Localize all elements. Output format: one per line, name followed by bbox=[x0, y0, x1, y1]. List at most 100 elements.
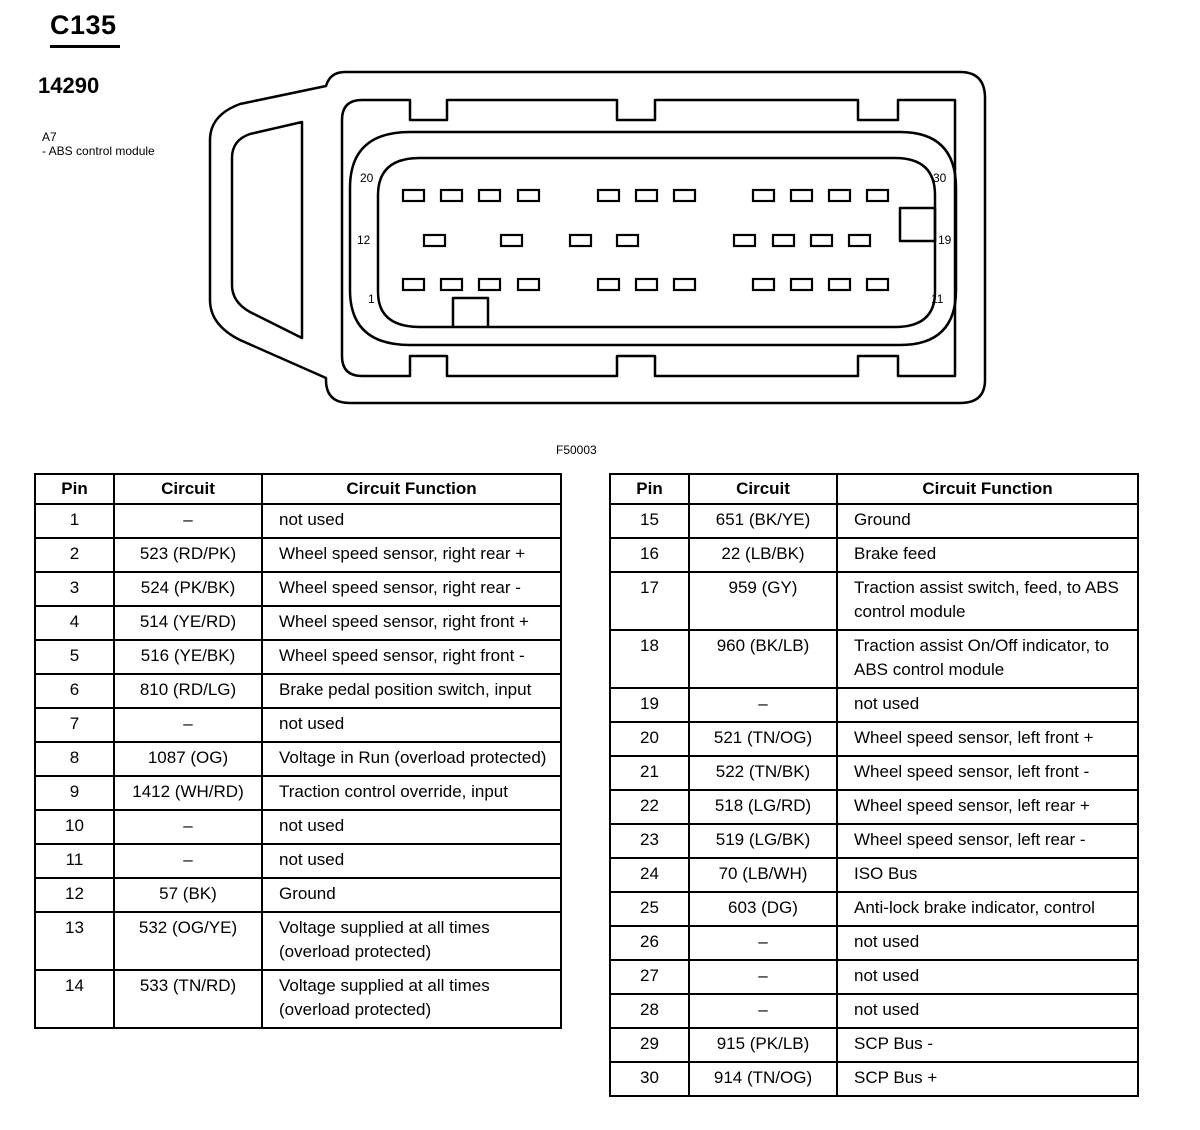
circuit-cell: 57 (BK) bbox=[113, 877, 263, 913]
function-cell: not used bbox=[261, 809, 562, 845]
circuit-cell: – bbox=[113, 809, 263, 845]
circuit-cell: 914 (TN/OG) bbox=[688, 1061, 838, 1097]
connector-seal-ring bbox=[348, 130, 958, 347]
module-ref-code: A7 bbox=[42, 130, 57, 144]
pin-cell: 17 bbox=[609, 571, 690, 631]
pin-label-bottom-right: 11 bbox=[931, 292, 944, 306]
function-cell: Wheel speed sensor, left rear - bbox=[836, 823, 1139, 859]
pin-slot bbox=[615, 233, 640, 248]
pin-cell: 28 bbox=[609, 993, 690, 1029]
polarizing-key-right bbox=[898, 206, 937, 243]
function-cell: Wheel speed sensor, right rear - bbox=[261, 571, 562, 607]
function-cell: Anti-lock brake indicator, control bbox=[836, 891, 1139, 927]
table-row: 1–not used bbox=[34, 503, 562, 539]
circuit-cell: 514 (YE/RD) bbox=[113, 605, 263, 641]
function-cell: Traction assist switch, feed, to ABS con… bbox=[836, 571, 1139, 631]
pin-cell: 8 bbox=[34, 741, 115, 777]
circuit-cell: 519 (LG/BK) bbox=[688, 823, 838, 859]
pin-label-top-left: 20 bbox=[360, 171, 374, 185]
circuit-cell: 959 (GY) bbox=[688, 571, 838, 631]
pin-cell: 29 bbox=[609, 1027, 690, 1063]
pin-cell: 20 bbox=[609, 721, 690, 757]
pin-slot bbox=[751, 188, 776, 203]
pin-cell: 16 bbox=[609, 537, 690, 573]
pin-cell: 6 bbox=[34, 673, 115, 709]
table-row: 10–not used bbox=[34, 809, 562, 845]
pin-cell: 5 bbox=[34, 639, 115, 675]
function-cell: Wheel speed sensor, left front - bbox=[836, 755, 1139, 791]
circuit-cell: – bbox=[113, 503, 263, 539]
pin-cell: 21 bbox=[609, 755, 690, 791]
pin-slot bbox=[865, 188, 890, 203]
pin-cell: 1 bbox=[34, 503, 115, 539]
function-cell: not used bbox=[836, 687, 1139, 723]
function-cell: Wheel speed sensor, right front + bbox=[261, 605, 562, 641]
circuit-cell: 533 (TN/RD) bbox=[113, 969, 263, 1029]
pin-slot bbox=[596, 188, 621, 203]
pin-slot bbox=[401, 277, 426, 292]
pin-slot bbox=[732, 233, 757, 248]
pin-cell: 3 bbox=[34, 571, 115, 607]
circuit-cell: – bbox=[688, 959, 838, 995]
pin-slot bbox=[439, 277, 464, 292]
table-row: 26–not used bbox=[609, 925, 1139, 961]
column-header-circuit: Circuit bbox=[688, 473, 838, 505]
circuit-cell: – bbox=[688, 993, 838, 1029]
pin-slot bbox=[789, 277, 814, 292]
pin-cell: 13 bbox=[34, 911, 115, 971]
circuit-cell: 516 (YE/BK) bbox=[113, 639, 263, 675]
column-header-circuit: Circuit bbox=[113, 473, 263, 505]
pin-slot bbox=[401, 188, 426, 203]
function-cell: not used bbox=[836, 959, 1139, 995]
pin-label-middle-right: 19 bbox=[938, 233, 952, 247]
pin-slot bbox=[672, 188, 697, 203]
table-header-row: Pin Circuit Circuit Function bbox=[609, 473, 1139, 505]
column-header-pin: Pin bbox=[609, 473, 690, 505]
function-cell: Brake feed bbox=[836, 537, 1139, 573]
module-reference: A7 - ABS control module bbox=[42, 130, 155, 158]
circuit-cell: 524 (PK/BK) bbox=[113, 571, 263, 607]
pin-cell: 19 bbox=[609, 687, 690, 723]
circuit-cell: 915 (PK/LB) bbox=[688, 1027, 838, 1063]
pin-label-bottom-left: 1 bbox=[368, 292, 375, 306]
function-cell: Voltage supplied at all times (overload … bbox=[261, 969, 562, 1029]
table-row: 11–not used bbox=[34, 843, 562, 879]
part-number: 14290 bbox=[38, 73, 100, 98]
function-cell: Voltage in Run (overload protected) bbox=[261, 741, 562, 777]
pin-cell: 30 bbox=[609, 1061, 690, 1097]
pin-cell: 24 bbox=[609, 857, 690, 893]
function-cell: Ground bbox=[836, 503, 1139, 539]
circuit-cell: 523 (RD/PK) bbox=[113, 537, 263, 573]
function-cell: not used bbox=[261, 843, 562, 879]
pin-cell: 22 bbox=[609, 789, 690, 825]
connector-inner-frame bbox=[340, 98, 957, 378]
connector-id: C135 bbox=[50, 10, 117, 40]
function-cell: Traction control override, input bbox=[261, 775, 562, 811]
function-cell: SCP Bus + bbox=[836, 1061, 1139, 1097]
pin-slot bbox=[751, 277, 776, 292]
module-ref-name: - ABS control module bbox=[42, 144, 155, 158]
circuit-cell: 1087 (OG) bbox=[113, 741, 263, 777]
circuit-cell: 603 (DG) bbox=[688, 891, 838, 927]
pin-slot bbox=[847, 233, 872, 248]
connector-housing-outline bbox=[208, 70, 987, 405]
circuit-cell: 532 (OG/YE) bbox=[113, 911, 263, 971]
circuit-cell: 960 (BK/LB) bbox=[688, 629, 838, 689]
pin-slot bbox=[422, 233, 447, 248]
